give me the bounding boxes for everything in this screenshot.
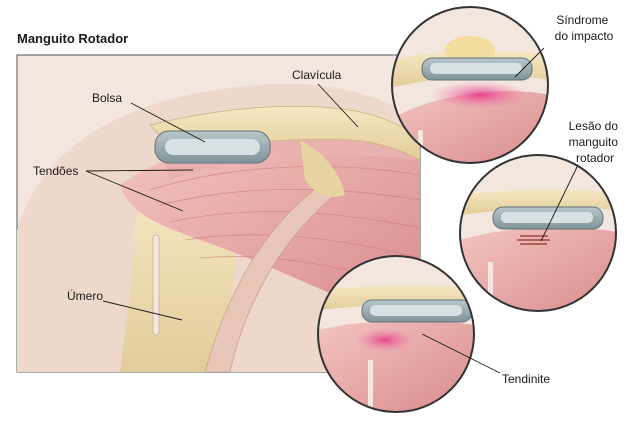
label-rotator-cuff-tear: Lesão do manguito rotador — [569, 119, 622, 165]
inset-impingement — [391, 6, 549, 164]
label-tendinitis: Tendinite — [502, 372, 550, 386]
label-humerus: Úmero — [67, 288, 103, 303]
label-bursa: Bolsa — [92, 91, 122, 105]
diagram-title: Manguito Rotador — [17, 31, 128, 46]
clavicle-bone — [149, 105, 420, 161]
inset-tendinitis — [317, 255, 475, 413]
label-clavicle: Clavícula — [292, 68, 342, 82]
leader-lines — [85, 47, 579, 374]
inset-rotator-cuff-tear — [459, 154, 617, 312]
label-tendons: Tendões — [33, 164, 78, 178]
label-impingement: Síndrome do impacto — [555, 13, 614, 43]
